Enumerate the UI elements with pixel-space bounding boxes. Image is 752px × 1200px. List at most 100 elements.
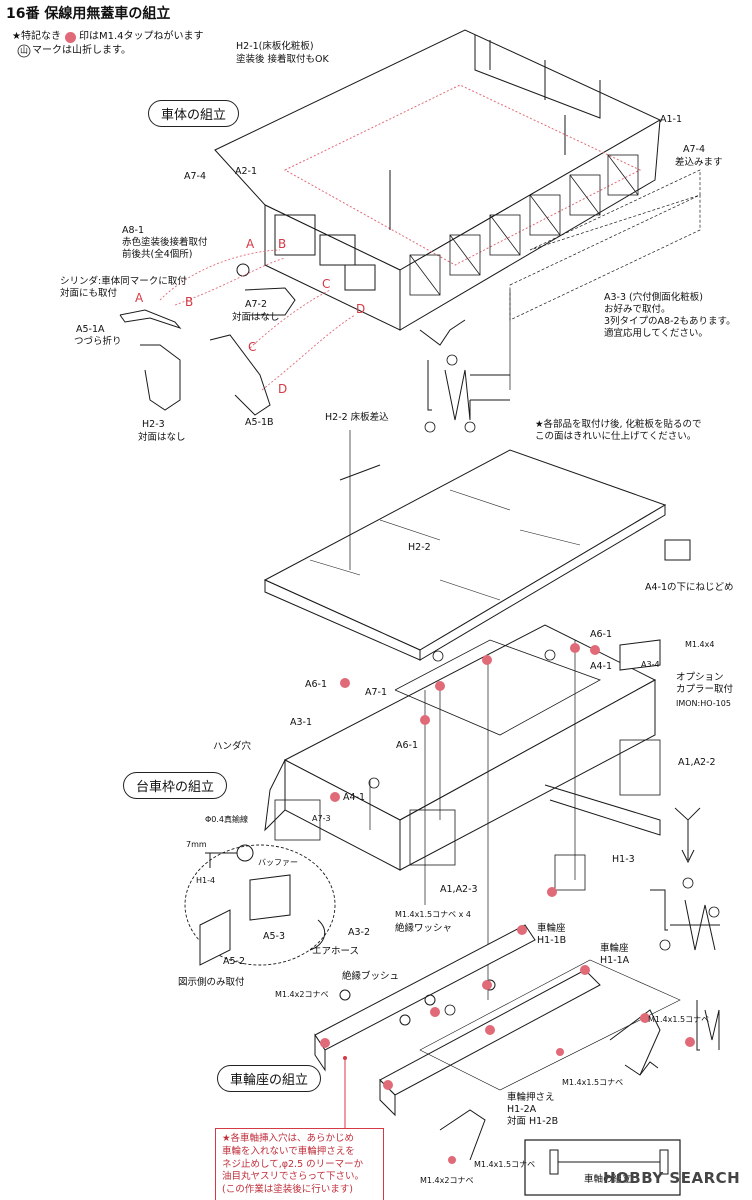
warning-line-3: ネジ止めして,φ2.5 のリーマーか xyxy=(222,1158,364,1170)
marker-b-part: B xyxy=(185,295,194,309)
label-a6-1-mid: A6-1 xyxy=(396,740,419,751)
label-h1-3: H1-3 xyxy=(612,854,635,865)
label-a1-1: A1-1 xyxy=(660,114,683,125)
label-m14x2-a: M1.4x2コナベ xyxy=(275,990,329,999)
warning-line-2: 車輪を入れないで車輪押さえを xyxy=(222,1145,355,1157)
marker-b-body: B xyxy=(278,237,287,251)
buffer-parts-drawing xyxy=(184,539,691,966)
label-cylinder: シリンダ:車体同マークに取付 xyxy=(60,276,187,287)
label-h2-2-insert: H2-2 床板差込 xyxy=(325,412,389,423)
red-dot-icon xyxy=(65,32,76,43)
label-m14x2-b: M1.4x2コナベ xyxy=(420,1176,474,1185)
label-7mm: 7mm xyxy=(186,840,207,849)
label-a3-3: A3-3 (穴付側面化粧板) xyxy=(604,292,703,303)
label-a7-4-right: A7-4 xyxy=(683,144,706,155)
label-a3-1: A3-1 xyxy=(290,717,313,728)
label-a6-1-top: A6-1 xyxy=(590,629,613,640)
tap-marks xyxy=(320,643,695,1164)
section-wheel-seat-assembly: 車輪座の組立 xyxy=(217,1065,322,1092)
label-axle-assembly: 車軸の組立 xyxy=(584,1174,632,1185)
marker-a-part: A xyxy=(135,291,144,305)
page-title: 16番 保線用無蓋車の組立 xyxy=(6,6,171,22)
label-h2-2: H2-2 xyxy=(408,542,431,553)
label-cylinder-note: 対面にも取付 xyxy=(60,288,118,299)
label-a8-1-note: 赤色塗装後接着取付 xyxy=(122,237,208,248)
mountain-fold-note: マークは山折します。 xyxy=(32,45,131,56)
label-a2-1: A2-1 xyxy=(235,166,258,177)
label-a8-1: A8-1 xyxy=(122,225,145,236)
label-wheel-seat-b: 車輪座 xyxy=(537,923,566,934)
label-a4-1-mid: A4-1 xyxy=(343,792,366,803)
marker-d-part: D xyxy=(278,382,288,396)
label-brass-wire: Φ0.4真鍮線 xyxy=(205,815,249,824)
label-a5-1a-note: つづら折り xyxy=(74,336,122,347)
label-option: オプション xyxy=(676,672,724,683)
label-finish-note2: この面はきれいに仕上げてください。 xyxy=(535,431,697,442)
label-a4-1-screw: A4-1の下にねじどめ xyxy=(645,582,734,593)
label-a7-4-insert: 差込みます xyxy=(675,157,723,168)
label-a1a2-3: A1,A2-3 xyxy=(440,884,478,895)
label-a6-1-left: A6-1 xyxy=(305,679,328,690)
label-finish-note: ★各部品を取付け後, 化粧板を貼るので xyxy=(535,419,702,430)
car-body-drawing xyxy=(214,29,701,331)
warning-line-5: (この作業は塗装後に行います) xyxy=(222,1184,353,1196)
label-a8-1-note2: 前後共(全4個所) xyxy=(122,249,193,260)
label-wheel-press: 車輪押さえ xyxy=(507,1092,555,1103)
tap-note-prefix: ★特記なき xyxy=(12,31,61,42)
label-a3-3-note2: 3列タイプのA8-2もあります。 xyxy=(604,316,736,327)
label-a5-2: A5-2 xyxy=(223,956,246,967)
label-insulating-bush: 絶縁ブッシュ xyxy=(342,971,400,982)
fold-diagram-top xyxy=(419,319,510,421)
label-m14x15-right: M1.4x1.5コナベ xyxy=(648,1015,710,1024)
watermark: HOBBY SEARCH xyxy=(603,1169,741,1187)
label-coupler: カプラー取付 xyxy=(676,684,734,695)
label-a7-2-note: 対面はなし xyxy=(232,312,280,323)
label-a3-3-note: お好みで取付。 xyxy=(604,304,671,315)
warning-line-1: ★各車軸挿入穴は、あらかじめ xyxy=(222,1133,355,1144)
label-a7-3: A7-3 xyxy=(312,814,331,823)
section-body-assembly: 車体の組立 xyxy=(148,100,240,127)
label-a3-4: A3-4 xyxy=(641,660,660,669)
label-wheel-seat-a: 車輪座 xyxy=(600,943,629,954)
axle-inset-drawing xyxy=(524,1139,681,1196)
label-m14x15-bottom: M1.4x1.5コナベ xyxy=(474,1160,536,1169)
label-imon: IMON:HO-105 xyxy=(676,699,731,708)
label-h2-1-note: 塗装後 接着取付もOK xyxy=(236,54,329,65)
label-a3-3-note3: 適宜応用してください。 xyxy=(604,328,708,339)
label-h1-1b: H1-1B xyxy=(537,935,567,946)
floor-plate-drawing xyxy=(263,430,667,661)
reaming-warning: ★各車軸挿入穴は、あらかじめ 車輪を入れないで車輪押さえを ネジ止めして,φ2.… xyxy=(215,1128,384,1200)
label-h2-3: H2-3 xyxy=(142,419,165,430)
label-insulating-washer: 絶縁ワッシャ xyxy=(395,923,453,934)
label-m14x4: M1.4x4 xyxy=(685,640,715,649)
label-a1a2-2: A1,A2-2 xyxy=(678,757,716,768)
fold-diagram-bottom xyxy=(624,1000,720,1076)
label-a7-4-left: A7-4 xyxy=(184,171,207,182)
label-h1-1a: H1-1A xyxy=(600,955,630,966)
label-a5-1a: A5-1A xyxy=(76,324,105,335)
label-a4-1-top: A4-1 xyxy=(590,661,613,672)
label-h2-1: H2-1(床板化粧板) xyxy=(236,41,314,52)
label-a5-3: A5-3 xyxy=(263,931,286,942)
marker-c-part: C xyxy=(248,340,257,354)
label-m14x15x4: M1.4x1.5コナベ x 4 xyxy=(395,910,471,919)
mountain-fold-icon: 山 xyxy=(20,46,28,55)
label-air-hose: エアホース xyxy=(312,946,360,957)
mountain-fold-marks xyxy=(17,44,720,1016)
bogie-frame-drawing xyxy=(264,624,701,891)
label-a7-2: A7-2 xyxy=(245,299,268,310)
marker-d-body: D xyxy=(356,302,366,316)
label-a7-1: A7-1 xyxy=(365,687,388,698)
label-m14x15-mid: M1.4x1.5コナベ xyxy=(562,1078,624,1087)
label-shown-side-only: 図示側のみ取付 xyxy=(178,977,245,988)
tap-note: 印はM1.4タップねがいます xyxy=(79,31,204,42)
label-solder-hole: ハンダ穴 xyxy=(213,741,252,752)
label-a3-2: A3-2 xyxy=(348,927,371,938)
label-h1-2b: 対面 H1-2B xyxy=(507,1116,559,1127)
label-a5-1b: A5-1B xyxy=(245,417,274,428)
marker-c-body: C xyxy=(322,277,331,291)
marker-a-body: A xyxy=(246,237,255,251)
label-h2-3-note: 対面はなし xyxy=(138,432,186,443)
